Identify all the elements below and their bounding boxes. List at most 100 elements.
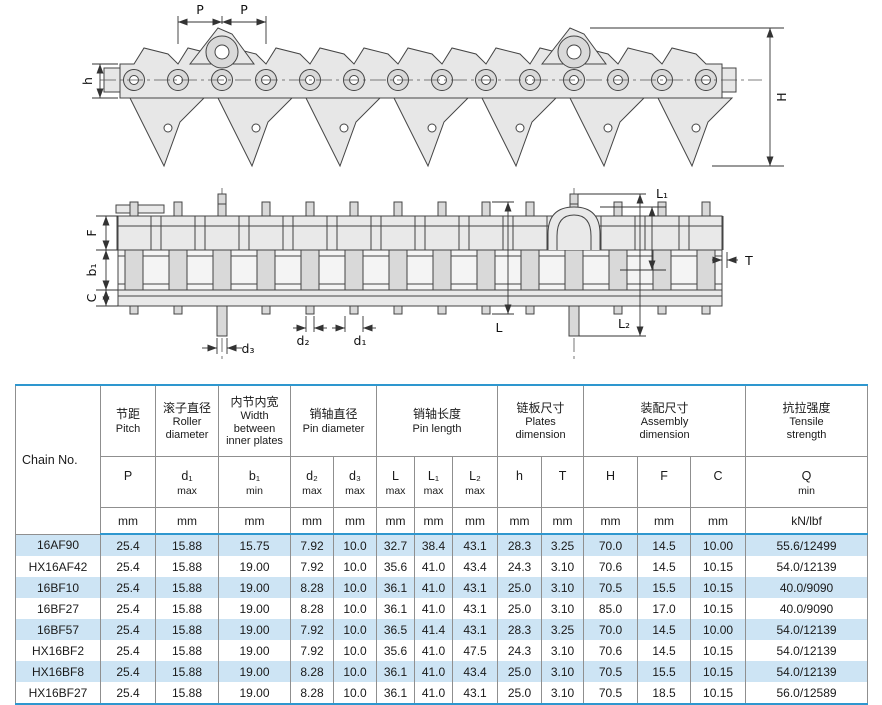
plan-view-drawing: L₁ F b₁ C T d₂ d₁ L L₂ d₃ xyxy=(84,186,753,360)
group-tensile-en: Tensile strength xyxy=(786,416,827,441)
unit-cell: mm xyxy=(218,507,291,535)
value-cell: 36.1 xyxy=(376,577,416,598)
value-cell: 70.5 xyxy=(583,661,639,682)
value-cell: 43.4 xyxy=(452,661,499,682)
chain-no-cell: 16BF27 xyxy=(15,598,101,619)
value-cell: 36.1 xyxy=(376,661,416,682)
side-view-drawing: P P h H xyxy=(80,2,789,167)
value-cell: 15.88 xyxy=(155,534,219,556)
value-cell: 14.5 xyxy=(637,556,692,577)
sharp-teeth xyxy=(129,97,733,167)
value-cell: 10.00 xyxy=(690,534,747,556)
units-row: mm mm mm mm mm mm mm mm mm mm mm mm mm k… xyxy=(16,507,869,535)
technical-drawings: P P h H xyxy=(80,2,789,360)
value-cell: 10.15 xyxy=(690,556,747,577)
value-cell: 15.88 xyxy=(155,577,219,598)
group-assembly-cn: 装配尺寸 xyxy=(640,400,689,415)
dim-label-l: L xyxy=(496,320,503,335)
unit-cell: mm xyxy=(414,507,454,535)
unit-cell: mm xyxy=(690,507,747,535)
chain-no-cell: 16BF10 xyxy=(15,577,101,598)
chain-no-cell: 16BF57 xyxy=(15,619,101,640)
value-cell: 10.0 xyxy=(332,619,378,640)
value-cell: 19.00 xyxy=(218,619,291,640)
value-cell: 17.0 xyxy=(637,598,692,619)
value-cell: 10.0 xyxy=(332,640,378,661)
unit-cell: mm xyxy=(452,507,499,535)
symbol-H: H xyxy=(583,456,639,508)
group-inner-width-cn: 内节内宽 xyxy=(230,394,279,409)
group-pin-length-cn: 销轴长度 xyxy=(413,407,462,422)
dim-label-H: H xyxy=(774,92,789,101)
unit-cell: mm xyxy=(290,507,334,535)
value-cell: 19.00 xyxy=(218,640,291,661)
value-cell: 24.3 xyxy=(497,556,543,577)
value-cell: 14.5 xyxy=(637,534,692,556)
value-cell: 3.25 xyxy=(541,619,585,640)
value-cell: 10.0 xyxy=(332,577,378,598)
value-cell: 25.4 xyxy=(100,556,156,577)
value-cell: 70.5 xyxy=(583,682,639,704)
dim-label-d2: d₂ xyxy=(297,333,310,348)
value-cell: 19.00 xyxy=(218,577,291,598)
value-cell: 43.1 xyxy=(452,682,499,704)
dim-label-d1: d₁ xyxy=(354,333,367,348)
dim-label-c: C xyxy=(84,293,99,302)
unit-cell: mm xyxy=(497,507,543,535)
group-roller-en: Roller diameter xyxy=(165,416,209,441)
value-cell: 43.4 xyxy=(452,556,499,577)
value-cell: 15.75 xyxy=(218,534,291,556)
dimension-lines xyxy=(96,193,738,354)
value-cell: 54.0/12139 xyxy=(745,640,869,661)
value-cell: 25.0 xyxy=(497,598,543,619)
value-cell: 19.00 xyxy=(218,682,291,704)
value-cell: 41.0 xyxy=(414,577,454,598)
dim-label-p1: P xyxy=(196,2,204,17)
dim-label-b1: b₁ xyxy=(84,264,99,277)
value-cell: 43.1 xyxy=(452,619,499,640)
value-cell: 47.5 xyxy=(452,640,499,661)
dim-label-d3: d₃ xyxy=(242,341,255,356)
value-cell: 3.10 xyxy=(541,598,585,619)
group-pin-diameter-en: Pin diameter xyxy=(302,422,365,435)
value-cell: 3.10 xyxy=(541,661,585,682)
value-cell: 7.92 xyxy=(290,556,334,577)
value-cell: 70.5 xyxy=(583,577,639,598)
value-cell: 10.00 xyxy=(690,619,747,640)
chain-no-cell: HX16BF8 xyxy=(15,661,101,682)
group-pitch-cn: 节距 xyxy=(115,407,140,422)
value-cell: 85.0 xyxy=(583,598,639,619)
value-cell: 10.0 xyxy=(332,556,378,577)
value-cell: 36.5 xyxy=(376,619,416,640)
dim-label-l2: L₂ xyxy=(618,316,630,331)
value-cell: 70.6 xyxy=(583,556,639,577)
value-cell: 25.4 xyxy=(100,534,156,556)
value-cell: 32.7 xyxy=(376,534,416,556)
chain-no-cell: HX16BF27 xyxy=(15,682,101,704)
unit-cell: mm xyxy=(637,507,692,535)
group-tensile-cn: 抗拉强度 xyxy=(782,400,831,415)
value-cell: 10.15 xyxy=(690,598,747,619)
value-cell: 3.10 xyxy=(541,640,585,661)
value-cell: 15.88 xyxy=(155,598,219,619)
value-cell: 3.10 xyxy=(541,556,585,577)
value-cell: 25.4 xyxy=(100,577,156,598)
group-plates-en: Plates dimension xyxy=(515,416,566,441)
value-cell: 28.3 xyxy=(497,619,543,640)
value-cell: 3.10 xyxy=(541,577,585,598)
value-cell: 54.0/12139 xyxy=(745,661,869,682)
group-plates-cn: 链板尺寸 xyxy=(516,400,565,415)
value-cell: 41.0 xyxy=(414,640,454,661)
chain-no-cell: 16AF90 xyxy=(15,534,101,556)
